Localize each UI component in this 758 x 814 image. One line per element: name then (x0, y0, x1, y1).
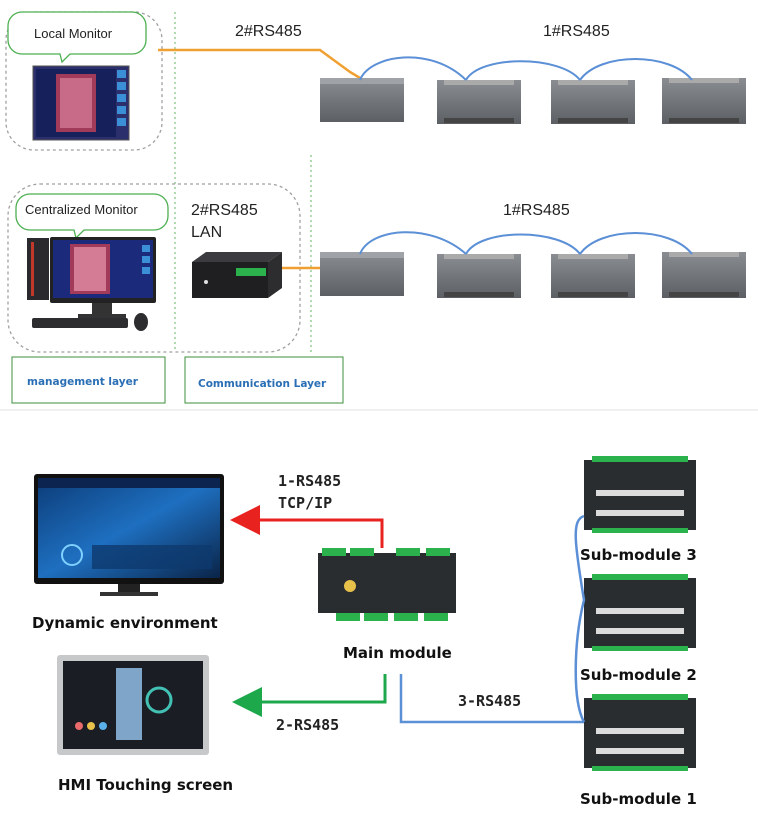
mouse-icon (134, 313, 148, 331)
main-module-icon (318, 548, 456, 621)
bus-label-mid-right: 1#RS485 (503, 202, 570, 219)
meter-row-top (320, 78, 746, 124)
meter-device-icon (551, 254, 635, 298)
link-1-label-line1: 1-RS485 (278, 472, 341, 490)
sub-module-2-icon (584, 574, 696, 651)
red-link-1-rs485 (230, 505, 384, 548)
centralized-monitor-label: Centralized Monitor (25, 202, 138, 217)
communication-layer-box (184, 356, 344, 404)
centralized-monitor-screen-icon (50, 237, 156, 318)
lan-gateway-icon (192, 252, 282, 298)
communication-layer-label: Communication Layer (198, 378, 327, 390)
local-monitor-screen-icon (32, 65, 130, 141)
centralized-monitor-callout (15, 193, 169, 240)
management-layer-box (11, 356, 166, 404)
meter-device-icon (662, 78, 746, 124)
local-monitor-callout (7, 11, 147, 64)
sub-module-3-icon (584, 456, 696, 533)
link-1-label-line2: TCP/IP (278, 494, 332, 512)
sub-module-3-label: Sub-module 3 (580, 546, 697, 564)
link-2-label: 2-RS485 (276, 716, 339, 734)
keyboard-icon (32, 318, 128, 328)
meter-device-icon (551, 80, 635, 124)
dynamic-environment-label: Dynamic environment (32, 614, 218, 632)
blue-bus-mid (359, 231, 693, 255)
main-module-label: Main module (343, 644, 452, 662)
sub-module-1-label: Sub-module 1 (580, 790, 697, 808)
meter-device-icon (320, 78, 404, 122)
blue-sub-module-bus (574, 514, 586, 723)
management-layer-label: management layer (27, 376, 139, 388)
hmi-screen-label: HMI Touching screen (58, 776, 233, 794)
meter-device-icon (437, 254, 521, 298)
blue-link-3-rs485 (399, 674, 584, 724)
orange-link-top (158, 48, 361, 80)
sub-module-1-icon (584, 694, 696, 771)
local-monitor-label: Local Monitor (34, 26, 113, 41)
meter-device-icon (662, 252, 746, 298)
dynamic-environment-monitor-icon (34, 474, 224, 596)
blue-bus-top (359, 56, 693, 81)
bus-label-top-left: 2#RS485 (235, 23, 302, 40)
link-3-label: 3-RS485 (458, 692, 521, 710)
bus-label-mid-left-2: LAN (191, 224, 222, 241)
pc-tower-icon (27, 238, 49, 300)
sub-module-2-label: Sub-module 2 (580, 666, 697, 684)
meter-device-icon (437, 80, 521, 124)
bus-label-mid-left-1: 2#RS485 (191, 202, 258, 219)
meter-row-mid (320, 252, 746, 298)
bus-label-top-right: 1#RS485 (543, 23, 610, 40)
hmi-touch-screen-icon (57, 655, 209, 755)
meter-device-icon (320, 252, 404, 296)
green-link-2-rs485 (232, 674, 387, 717)
